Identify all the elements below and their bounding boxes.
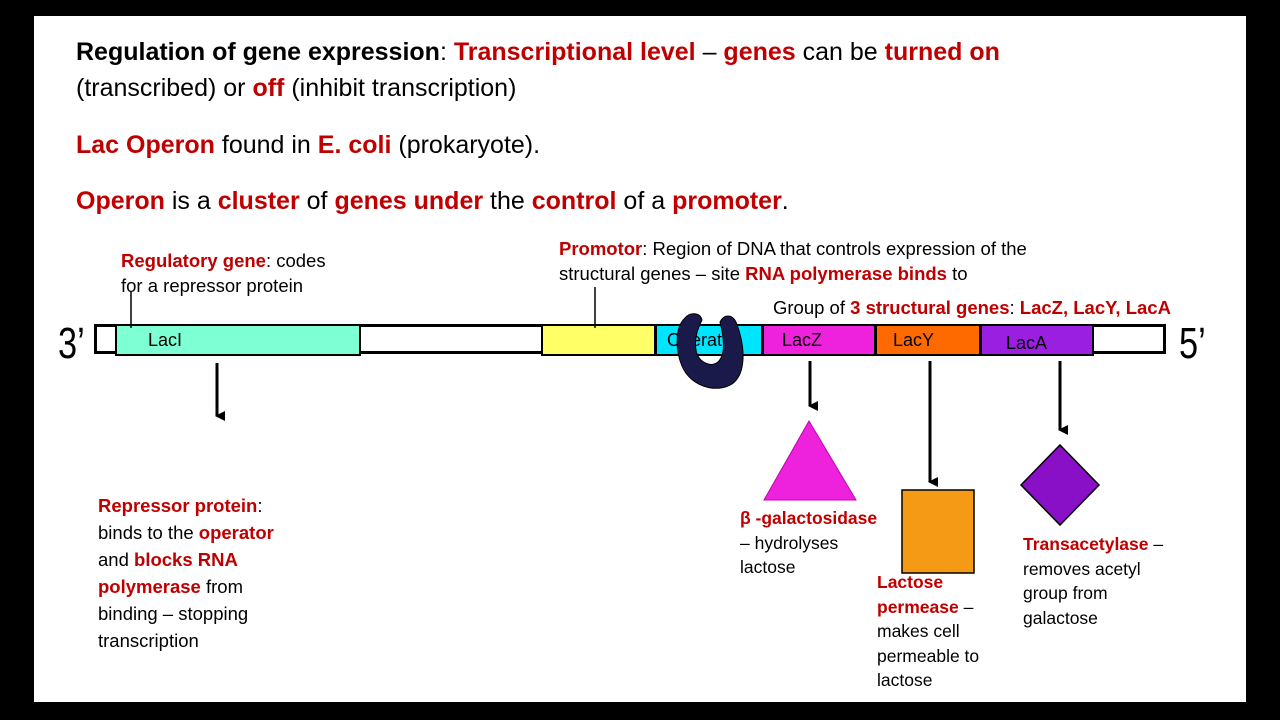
heading-inhibit: (inhibit transcription) — [284, 74, 517, 102]
heading-colon: : — [439, 38, 454, 66]
repressor-and: and — [98, 549, 135, 570]
laci-segment: LacI — [115, 324, 361, 356]
lac-operon-term: Lac Operon — [76, 131, 215, 159]
permease-title-lactose: Lactose — [877, 572, 944, 592]
laca-label: LacA — [1006, 332, 1048, 353]
repressor-colon: : — [257, 495, 263, 516]
regulatory-gene-label: Regulatory gene: codes for a repressor p… — [121, 248, 326, 298]
transacetylase-galactose: galactose — [1023, 607, 1098, 628]
lacz-segment: LacZ — [762, 324, 876, 356]
promotor-structural: structural genes – site — [559, 263, 746, 284]
heading-title: Regulation of gene expression — [76, 38, 440, 66]
operon-term: Operon — [76, 187, 165, 215]
heading-transcribed: (transcribed) or — [76, 74, 253, 102]
permease-lactose: lactose — [877, 670, 933, 690]
heading-dash: – — [695, 38, 724, 66]
galactosidase-text: β -galactosidase – hydrolyses lactose — [740, 506, 877, 580]
repressor-title: Repressor protein — [98, 495, 258, 516]
heading-can-be: can be — [795, 38, 885, 66]
promotor-to: to — [946, 263, 968, 284]
permease-title-permease: permease — [877, 596, 959, 617]
lac-found-in: found in — [214, 131, 318, 159]
ecoli-term: E. coli — [317, 131, 392, 159]
structural-colon: : — [1009, 297, 1020, 318]
permease-permeable-to: permeable to — [877, 645, 980, 666]
repressor-operator: operator — [198, 522, 274, 543]
transacetylase-removes-acetyl: removes acetyl — [1023, 558, 1141, 579]
promoter-term: promoter — [672, 187, 782, 215]
galactosidase-lactose: lactose — [740, 557, 796, 577]
lac-operon-line: Lac Operon found in E. coli (prokaryote)… — [76, 127, 540, 163]
regulatory-gene-title: Regulatory gene — [121, 250, 266, 271]
heading-turned-on: turned on — [884, 38, 1000, 66]
repressor-protein-shape — [676, 313, 744, 389]
heading-off: off — [252, 74, 285, 102]
permease-makes-cell: makes cell — [877, 621, 960, 641]
structural-three-genes: 3 structural genes — [850, 297, 1010, 318]
heading-transcriptional-level: Transcriptional level — [453, 38, 696, 66]
repressor-binds-to: binds to the — [98, 522, 199, 543]
prokaryote-text: (prokaryote). — [391, 131, 541, 159]
cluster-term: cluster — [217, 187, 300, 215]
structural-genes-label: Group of 3 structural genes: LacZ, LacY,… — [773, 295, 1171, 320]
repressor-transcription: transcription — [98, 630, 199, 651]
transacetylase-title: Transacetylase — [1023, 534, 1149, 554]
regulatory-codes: : codes — [265, 250, 326, 271]
transacetylase-diamond — [1019, 443, 1101, 527]
control-term: control — [531, 187, 617, 215]
promotor-rna-polymerase: RNA polymerase binds — [745, 263, 947, 284]
promotor-title: Promotor — [559, 238, 643, 259]
heading-line-1: Regulation of gene expression: Transcrip… — [76, 34, 1000, 70]
galactosidase-hydrolyses: – hydrolyses — [740, 532, 839, 553]
repressor-protein-text: Repressor protein: binds to the operator… — [98, 492, 274, 654]
permease-square — [901, 489, 975, 574]
lacy-segment: LacY — [875, 324, 981, 356]
operon-the: the — [483, 187, 532, 215]
lacz-label: LacZ — [782, 329, 823, 350]
operon-is-a: is a — [164, 187, 218, 215]
dna-3-prime-end: 3’ — [58, 319, 85, 368]
promoter-segment — [541, 324, 656, 356]
operon-of-a: of a — [616, 187, 673, 215]
operon-period: . — [781, 187, 789, 215]
permease-text: Lactose permease – makes cell permeable … — [877, 570, 979, 693]
repressor-from: from — [200, 576, 243, 597]
heading-line-2: (transcribed) or off (inhibit transcript… — [76, 70, 516, 106]
structural-group-of: Group of — [773, 297, 851, 318]
genes-under-term: genes under — [334, 187, 484, 215]
regulatory-repressor-protein: for a repressor protein — [121, 275, 304, 296]
slide: Regulation of gene expression: Transcrip… — [34, 16, 1246, 702]
transacetylase-dash: – — [1148, 534, 1164, 554]
repressor-binding-stopping: binding – stopping — [98, 603, 249, 624]
laca-segment: LacA — [980, 324, 1094, 356]
galactosidase-triangle — [763, 420, 857, 501]
transacetylase-text: Transacetylase – removes acetyl group fr… — [1023, 532, 1163, 630]
laci-label: LacI — [148, 329, 183, 350]
heading-genes: genes — [723, 38, 796, 66]
transacetylase-group-from: group from — [1023, 583, 1108, 603]
operon-of: of — [299, 187, 335, 215]
operon-definition-line: Operon is a cluster of genes under the c… — [76, 183, 789, 219]
structural-gene-names: LacZ, LacY, LacA — [1019, 297, 1171, 318]
promotor-description: : Region of DNA that controls expression… — [642, 238, 1027, 259]
promotor-label: Promotor: Region of DNA that controls ex… — [559, 236, 1027, 286]
diagram-shapes — [130, 287, 1101, 574]
galactosidase-title: β -galactosidase — [740, 508, 878, 528]
repressor-blocks-rna: blocks RNA — [134, 549, 238, 570]
lacy-label: LacY — [893, 329, 935, 350]
permease-dash: – — [958, 596, 974, 617]
repressor-polymerase: polymerase — [98, 576, 201, 597]
dna-5-prime-end: 5’ — [1179, 319, 1206, 368]
